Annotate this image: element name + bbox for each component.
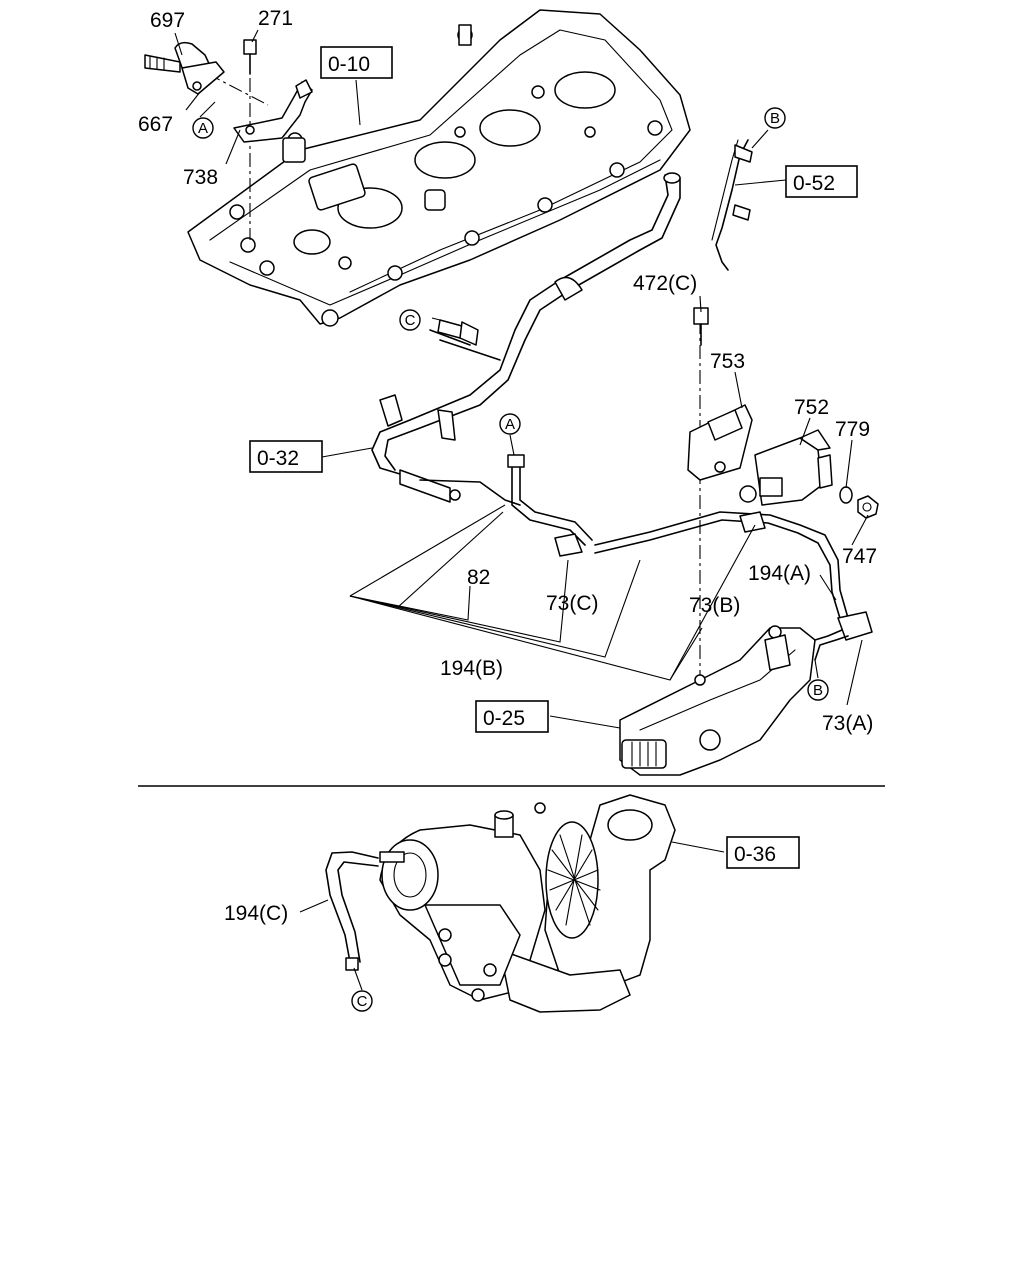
hose-194-c xyxy=(325,851,379,971)
tube-0-52 xyxy=(711,139,753,271)
callout-194a: 194(A) xyxy=(748,562,811,585)
callout-667: 667 xyxy=(138,113,173,136)
callout-753: 753 xyxy=(710,350,745,373)
callout-73c: 73(C) xyxy=(546,592,599,615)
callout-82: 82 xyxy=(467,566,490,589)
connector-b-hose: B xyxy=(807,679,829,701)
reference-label: 0-10 xyxy=(328,53,370,76)
connector-letter: B xyxy=(813,682,823,699)
hose-routing xyxy=(507,454,873,661)
callout-73b: 73(B) xyxy=(689,594,740,617)
intake-manifold xyxy=(187,9,691,327)
reference-label: 0-36 xyxy=(734,843,776,866)
connector-c-turbo: C xyxy=(351,990,373,1012)
reference-box-0-52[interactable]: 0-52 xyxy=(785,165,858,198)
callout-752: 752 xyxy=(794,396,829,419)
callout-73a: 73(A) xyxy=(822,712,873,735)
connector-letter: A xyxy=(505,416,515,433)
solenoid-valve xyxy=(687,307,879,519)
leader-lines xyxy=(174,29,869,991)
connector-b-top: B xyxy=(764,107,786,129)
pipe-assembly-0-32 xyxy=(371,172,681,506)
sensor-assembly xyxy=(144,39,313,143)
connector-letter: C xyxy=(357,993,368,1010)
turbocharger xyxy=(379,794,676,1013)
reference-box-0-36[interactable]: 0-36 xyxy=(726,836,800,869)
connector-letter: C xyxy=(405,312,416,329)
callout-697: 697 xyxy=(150,9,185,32)
reference-box-0-32[interactable]: 0-32 xyxy=(249,440,323,473)
egr-unit-0-25 xyxy=(619,625,816,776)
connector-letter: B xyxy=(770,110,780,127)
reference-label: 0-52 xyxy=(793,172,835,195)
callout-194b: 194(B) xyxy=(440,657,503,680)
callout-747: 747 xyxy=(842,545,877,568)
connector-c-pipe: C xyxy=(399,309,421,331)
leader-fan xyxy=(349,504,756,681)
callout-738: 738 xyxy=(183,166,218,189)
reference-box-0-25[interactable]: 0-25 xyxy=(475,700,549,733)
callout-472c: 472(C) xyxy=(633,272,697,295)
connector-letter: A xyxy=(198,120,208,137)
connector-a-hose: A xyxy=(499,413,521,435)
center-line xyxy=(184,61,269,106)
reference-box-0-10[interactable]: 0-10 xyxy=(320,46,393,79)
callout-194c: 194(C) xyxy=(224,902,288,925)
connector-a-top: A xyxy=(192,117,214,139)
reference-label: 0-25 xyxy=(483,707,525,730)
callout-779: 779 xyxy=(835,418,870,441)
callout-271: 271 xyxy=(258,7,293,30)
reference-label: 0-32 xyxy=(257,447,299,470)
